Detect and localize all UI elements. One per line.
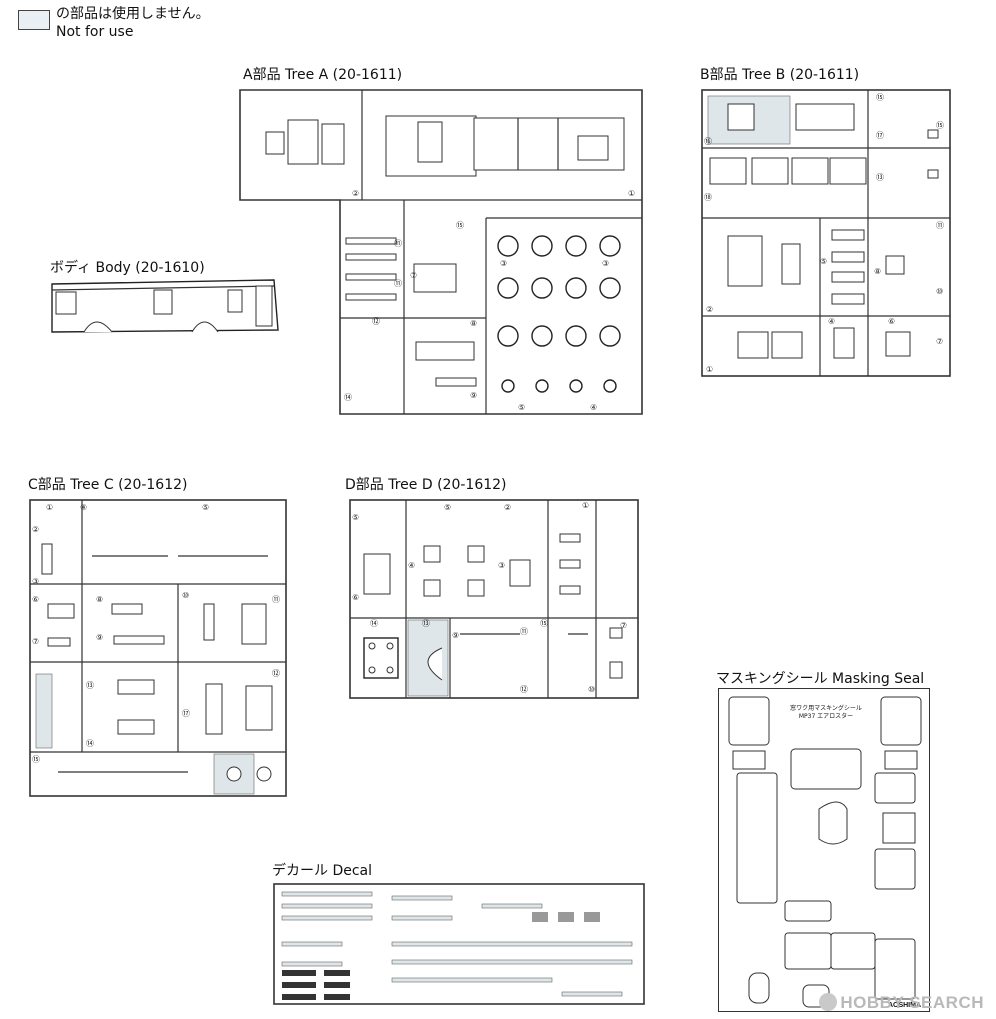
watermark-text: HOBBY SEARCH [840, 993, 984, 1012]
part-number: ⑪ [936, 221, 944, 230]
part-number: ③ [602, 259, 609, 268]
tree-c-part-numbers: ① ④ ⑤ ② ③ ⑥ ⑧ ⑩ ⑪ ⑦ ⑨ ⑫ ⑬ ⑰ ⑭ ⑮ [32, 503, 280, 764]
part-number: ④ [590, 403, 597, 412]
watermark: HOBBY SEARCH [819, 993, 984, 1013]
part-number: ⑰ [182, 709, 190, 718]
part-number: ⑧ [96, 595, 103, 604]
part-number: ⑫ [372, 317, 380, 326]
part-number: ⑦ [410, 271, 417, 280]
part-number: ⑧ [470, 319, 477, 328]
part-number: ⑮ [936, 121, 944, 130]
part-number: ⑤ [444, 503, 451, 512]
brand-logo: AOSHIMA [887, 1002, 921, 1009]
part-number: ③ [32, 577, 39, 586]
part-number: ① [706, 365, 713, 374]
tree-d-parts [363, 533, 623, 681]
part-number: ⑮ [876, 93, 884, 102]
legend-text-en: Not for use [56, 24, 134, 40]
tree-d-label: D部品 Tree D (20-1612) [345, 477, 507, 493]
tree-b-label: B部品 Tree B (20-1611) [700, 67, 860, 83]
part-number: ⑮ [32, 755, 40, 764]
part-number: ⑭ [86, 739, 94, 748]
part-number: ③ [500, 259, 507, 268]
part-number: ⑤ [202, 503, 209, 512]
part-number: ⑯ [704, 137, 712, 146]
part-number: ④ [408, 561, 415, 570]
masking-sheet-model: MP37 エアロスター [798, 713, 854, 720]
not-for-use-swatch [18, 10, 50, 30]
tree-d-diagram: ⑤ ⑤ ② ① ⑥ ④ ③ ⑭ ⑬ ⑨ ⑪ ⑮ ⑦ ⑫ ⑩ [349, 499, 639, 699]
masking-seal-shapes [728, 696, 922, 1008]
tree-d-part-numbers: ⑤ ⑤ ② ① ⑥ ④ ③ ⑭ ⑬ ⑨ ⑪ ⑮ ⑦ ⑫ ⑩ [352, 501, 627, 694]
part-number: ① [582, 501, 589, 510]
part-number: ⑤ [518, 403, 525, 412]
tree-c-label: C部品 Tree C (20-1612) [28, 477, 188, 493]
part-number: ⑦ [936, 337, 943, 346]
decal-sheet [273, 883, 645, 1005]
tree-a-tires [497, 235, 621, 393]
part-number: ⑰ [876, 131, 884, 140]
part-number: ④ [80, 503, 87, 512]
part-number: ⑤ [820, 257, 827, 266]
part-number: ⑦ [620, 621, 627, 630]
masking-sheet-title: 窓ワク用マスキングシール [790, 705, 862, 712]
tree-a-part-numbers: ② ① ⑮ ⑪ ⑪ ⑦ ⑫ ⑧ ⑨ ⑭ ③ ③ ⑤ ④ [344, 189, 635, 412]
not-for-use-region [35, 673, 53, 749]
tree-b-part-numbers: ⑮ ⑯ ⑰ ⑮ ⑬ ⑱ ⑤ ⑧ ⑪ ⑩ ② ④ ⑥ ⑦ ① [704, 93, 944, 374]
legend: の部品は使用しません。 Not for use [56, 5, 210, 41]
part-number: ⑨ [96, 633, 103, 642]
part-number: ② [504, 503, 511, 512]
part-number: ④ [828, 317, 835, 326]
part-number: ⑩ [936, 287, 943, 296]
decal-rows [281, 891, 633, 1000]
part-number: ⑨ [470, 391, 477, 400]
part-number: ⑭ [344, 393, 352, 402]
part-number: ⑭ [370, 619, 378, 628]
part-number: ⑫ [272, 669, 280, 678]
tree-a-label: A部品 Tree A (20-1611) [243, 67, 403, 83]
part-number: ⑩ [182, 591, 189, 600]
part-number: ② [352, 189, 359, 198]
tree-c-diagram: ① ④ ⑤ ② ③ ⑥ ⑧ ⑩ ⑪ ⑦ ⑨ ⑫ ⑬ ⑰ ⑭ ⑮ [29, 499, 287, 797]
tree-a-diagram: ② ① ⑮ ⑪ ⑪ ⑦ ⑫ ⑧ ⑨ ⑭ ③ ③ ⑤ ④ [239, 89, 643, 415]
masking-sheet-header: 窓ワク用マスキングシール MP37 エアロスター [781, 705, 871, 721]
part-number: ⑥ [888, 317, 895, 326]
part-number: ③ [498, 561, 505, 570]
part-number: ⑤ [352, 513, 359, 522]
tree-b-diagram: ⑮ ⑯ ⑰ ⑮ ⑬ ⑱ ⑤ ⑧ ⑪ ⑩ ② ④ ⑥ ⑦ ① [701, 89, 951, 377]
part-number: ⑪ [394, 239, 402, 248]
part-number: ⑦ [32, 637, 39, 646]
part-number: ⑬ [86, 681, 94, 690]
body-diagram [51, 279, 279, 333]
decal-label: デカール Decal [272, 863, 373, 879]
part-number: ① [46, 503, 53, 512]
legend-text-ja: の部品は使用しません。 [56, 6, 210, 22]
part-number: ⑫ [520, 685, 528, 694]
tree-a-parts [265, 115, 625, 387]
part-number: ② [32, 525, 39, 534]
part-number: ⑩ [588, 685, 595, 694]
part-number: ② [706, 305, 713, 314]
part-number: ⑪ [272, 595, 280, 604]
part-number: ⑱ [704, 193, 712, 202]
hobby-search-logo-icon [819, 993, 838, 1011]
tree-b-parts [709, 103, 939, 359]
masking-seal-label: マスキングシール Masking Seal [716, 671, 925, 687]
part-number: ⑮ [540, 619, 548, 628]
part-number: ⑬ [422, 619, 430, 628]
tree-c-parts [41, 543, 273, 782]
part-number: ⑪ [394, 279, 402, 288]
part-number: ⑬ [876, 173, 884, 182]
part-number: ⑮ [456, 221, 464, 230]
body-label: ボディ Body (20-1610) [50, 260, 205, 276]
part-number: ① [628, 189, 635, 198]
part-number: ⑪ [520, 627, 528, 636]
masking-seal-sheet: 窓ワク用マスキングシール MP37 エアロスター AOSHIMA [718, 688, 930, 1012]
part-number: ⑥ [352, 593, 359, 602]
part-number: ⑨ [452, 631, 459, 640]
part-number: ⑥ [32, 595, 39, 604]
part-number: ⑧ [874, 267, 881, 276]
